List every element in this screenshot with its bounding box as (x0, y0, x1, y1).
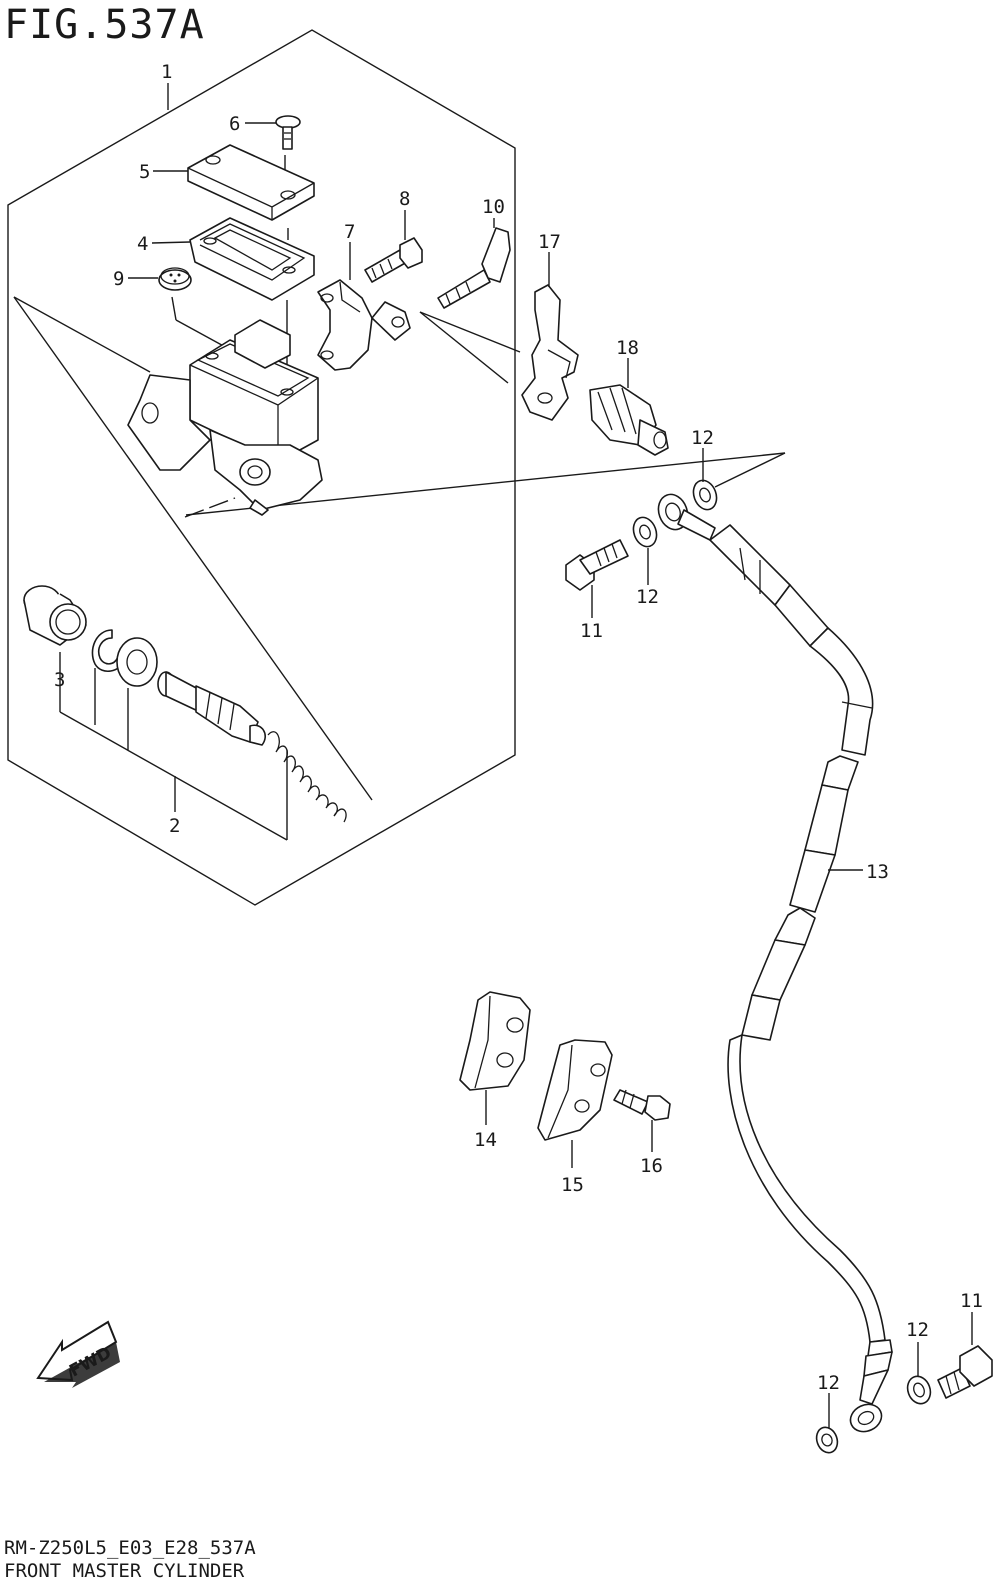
callout-12-bottom-right: 12 (906, 1319, 929, 1341)
switch-part-18 (589, 384, 669, 456)
callout-8: 8 (399, 188, 410, 210)
bracket-part-14 (459, 991, 531, 1091)
callout-11-bottom: 11 (960, 1290, 983, 1312)
callout-6: 6 (229, 113, 240, 135)
callout-12-top-left: 12 (636, 586, 659, 608)
lever-perch-part-17 (521, 284, 579, 421)
fwd-arrow-icon: FWD (36, 1320, 120, 1388)
callout-11-top: 11 (580, 620, 603, 642)
callout-9: 9 (113, 268, 124, 290)
callout-2: 2 (169, 815, 180, 837)
callout-bracket-2-3 (59, 652, 288, 841)
figure-title: FIG.537A (4, 2, 205, 48)
washer-part-12-b (692, 479, 718, 511)
callout-17: 17 (538, 231, 561, 253)
callout-12-bottom-left: 12 (817, 1372, 840, 1394)
callout-7: 7 (344, 221, 355, 243)
callout-16: 16 (640, 1155, 663, 1177)
piston-washer (116, 637, 158, 687)
callout-14: 14 (474, 1129, 497, 1151)
boot-part-3 (23, 585, 87, 646)
callout-5: 5 (139, 161, 150, 183)
callout-1: 1 (161, 61, 172, 83)
callout-13: 13 (866, 861, 889, 883)
banjo-bolt-part-11-bottom (937, 1345, 993, 1399)
master-cylinder-body (127, 319, 323, 516)
bolt-part-8 (364, 237, 423, 283)
callout-10: 10 (482, 196, 505, 218)
callout-18: 18 (616, 337, 639, 359)
reservoir-cap-part-5 (187, 144, 315, 221)
banjo-bolt-part-11-top (565, 539, 629, 591)
clamp-part-7 (317, 279, 411, 371)
footer-code: RM-Z250L5_E03_E28_537A (4, 1537, 256, 1559)
piston-assembly (157, 671, 347, 823)
washer-part-12-c (815, 1426, 839, 1454)
callout-4: 4 (137, 233, 148, 255)
callout-3: 3 (54, 669, 65, 691)
screw-part-6 (275, 115, 301, 150)
bolt-part-16 (613, 1089, 671, 1121)
brake-hose-part-13 (657, 493, 893, 1433)
callout-15: 15 (561, 1174, 584, 1196)
leader-lines (128, 83, 973, 1428)
diaphragm-plate-part-4 (189, 217, 315, 301)
callout-labels: 1 6 5 4 9 7 8 10 17 18 12 12 11 3 2 13 1… (54, 61, 983, 1394)
sight-glass-part-9 (158, 267, 192, 291)
bolt-part-10 (437, 227, 511, 309)
bracket-part-15 (537, 1039, 613, 1141)
callout-12-top-right: 12 (691, 427, 714, 449)
footer-title: FRONT MASTER CYLINDER (4, 1560, 245, 1582)
washer-part-12-a (632, 516, 658, 548)
washer-part-12-d (906, 1375, 932, 1405)
assembly-boundary (7, 29, 516, 906)
